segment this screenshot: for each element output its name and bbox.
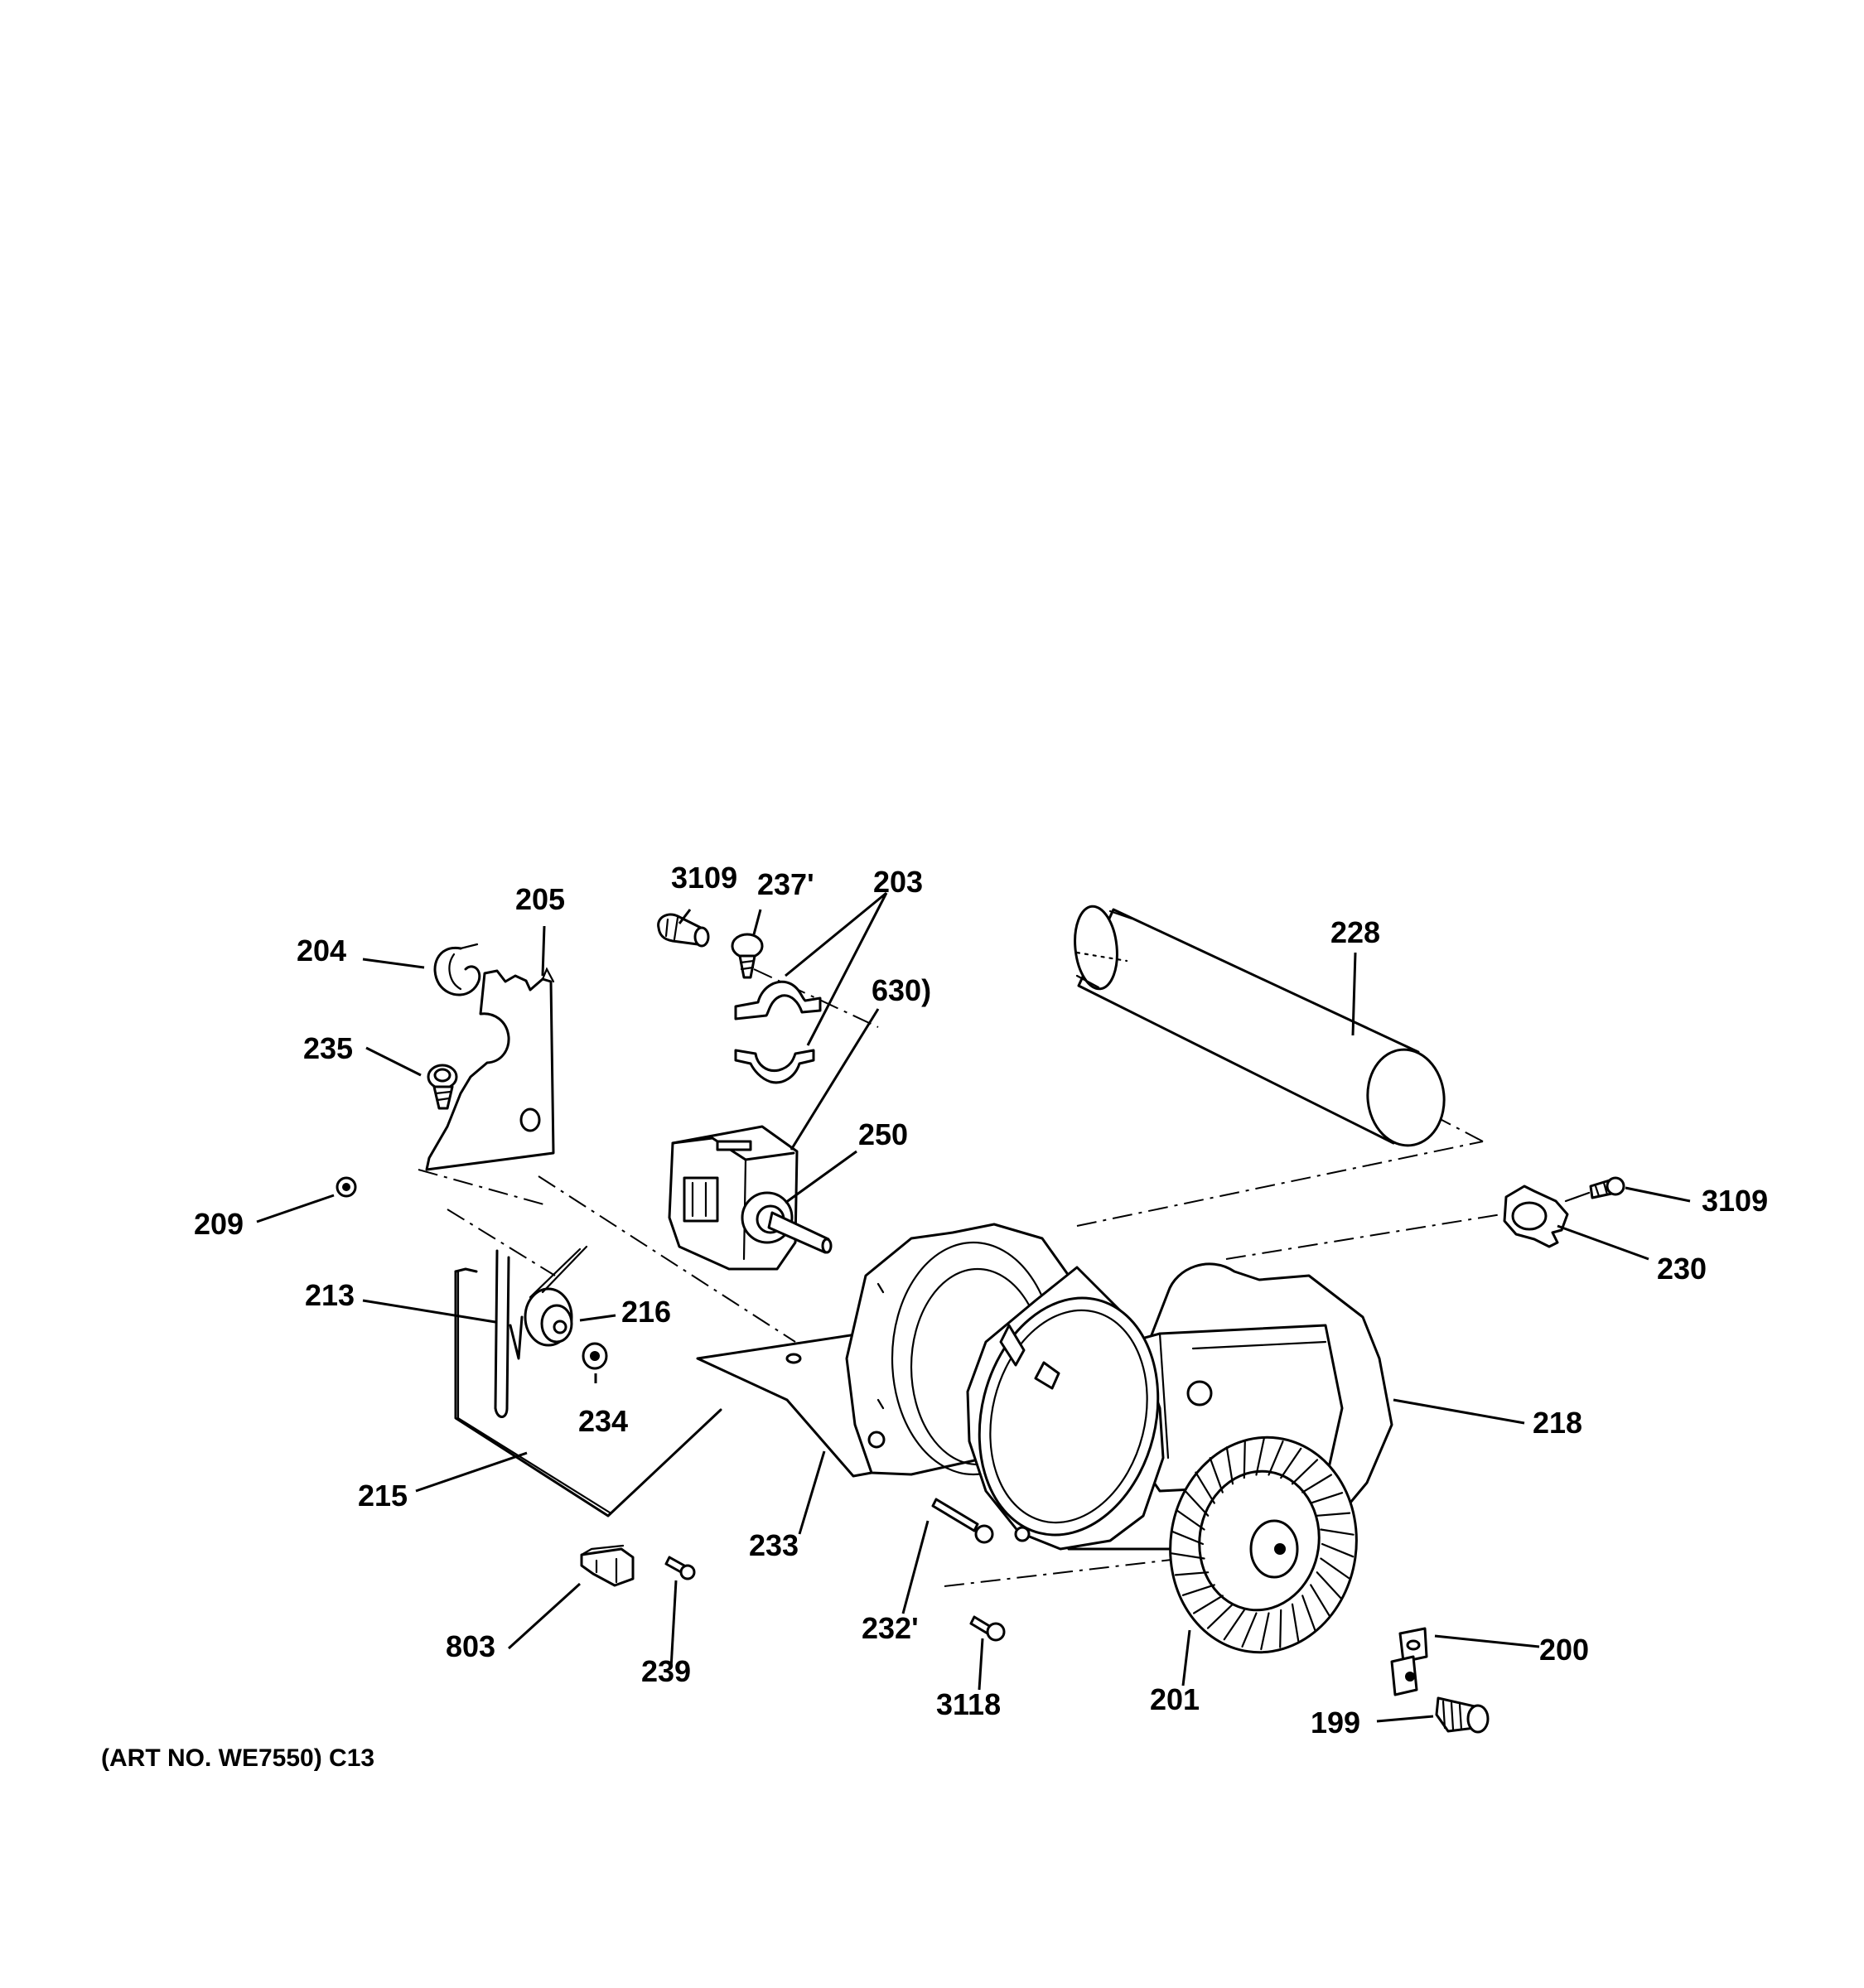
part-228-duct [1074, 905, 1446, 1147]
fan-blade [1225, 1446, 1234, 1485]
part-803-clip [580, 1544, 635, 1587]
part-237-screw [731, 933, 764, 979]
leader-lines [256, 891, 1691, 1723]
part-203-clamps [734, 980, 822, 1084]
part-3109-right-bolt [1589, 1176, 1625, 1199]
fan-blade [1291, 1603, 1300, 1642]
label-239: 239 [641, 1654, 691, 1688]
part-201-blower-wheel [1169, 1436, 1358, 1654]
part-233-base-plate [696, 1332, 873, 1478]
fan-blade [1268, 1440, 1284, 1476]
fan-blade [1316, 1512, 1351, 1517]
fan-blade [1193, 1595, 1224, 1614]
label-215: 215 [358, 1479, 408, 1513]
fan-blade [1310, 1584, 1330, 1617]
part-230-thermostat [1503, 1185, 1591, 1248]
label-3109-top: 3109 [671, 861, 737, 895]
label-200: 200 [1539, 1633, 1589, 1667]
fan-blade [1243, 1440, 1246, 1479]
label-209: 209 [194, 1207, 244, 1241]
label-3118: 3118 [936, 1687, 1001, 1721]
label-216: 216 [621, 1295, 671, 1329]
label-235: 235 [303, 1031, 353, 1065]
fan-blade [1206, 1603, 1234, 1629]
label-237: 237' [757, 867, 814, 901]
fan-blade [1223, 1609, 1245, 1641]
fan-blade [1310, 1492, 1344, 1504]
fan-blade [1171, 1530, 1205, 1546]
label-203: 203 [873, 865, 923, 899]
label-630: 630) [872, 973, 931, 1007]
fan-blade [1316, 1571, 1342, 1600]
part-3109-top-bolt [657, 913, 710, 948]
label-803: 803 [446, 1629, 495, 1663]
fan-blade [1171, 1552, 1205, 1560]
fan-blade [1195, 1471, 1215, 1504]
label-250: 250 [858, 1117, 908, 1151]
label-234: 234 [578, 1404, 628, 1438]
label-230: 230 [1657, 1252, 1707, 1286]
part-205-bracket [425, 967, 555, 1171]
label-232: 232' [862, 1611, 919, 1645]
fan-blade [1321, 1542, 1355, 1558]
part-209-nut [336, 1176, 357, 1198]
fan-blade [1320, 1557, 1350, 1580]
fan-blade [1255, 1437, 1265, 1476]
part-218-blower-housing [845, 1223, 1393, 1551]
label-205: 205 [515, 882, 565, 916]
art-number-caption: (ART NO. WE7550) C13 [101, 1744, 374, 1772]
fan-blade [1174, 1571, 1210, 1576]
label-199: 199 [1311, 1706, 1360, 1740]
part-labels: 3109 237' 203 205 204 235 630) 228 250 2… [101, 861, 1768, 1772]
part-234-nut [582, 1342, 608, 1370]
fan-blade [1279, 1609, 1282, 1648]
fan-blade [1209, 1457, 1224, 1493]
fan-blade [1260, 1612, 1270, 1651]
fan-blade [1291, 1459, 1319, 1485]
fan-blade [1183, 1489, 1210, 1517]
label-233: 233 [749, 1528, 799, 1562]
part-199-bolt [1435, 1696, 1490, 1734]
fan-blade [1280, 1447, 1302, 1479]
label-204: 204 [297, 934, 346, 967]
part-232-bolt [931, 1498, 994, 1544]
part-213-actuator [494, 1249, 524, 1418]
fan-blade [1301, 1595, 1316, 1631]
part-216-switch [524, 1245, 588, 1347]
fan-blade [1175, 1508, 1205, 1531]
part-239-screw [664, 1556, 696, 1580]
label-201: 201 [1150, 1682, 1200, 1716]
fan-blade [1241, 1612, 1258, 1648]
part-204-clip [433, 943, 481, 996]
part-250-motor [668, 1125, 833, 1271]
label-3109-right: 3109 [1702, 1184, 1768, 1218]
label-213: 213 [305, 1278, 355, 1312]
part-3118-screw [969, 1615, 1006, 1642]
fan-blade [1301, 1474, 1332, 1493]
fan-blade [1181, 1584, 1215, 1596]
fan-blade [1320, 1528, 1355, 1536]
label-228: 228 [1330, 915, 1380, 949]
label-218: 218 [1533, 1406, 1582, 1440]
part-200-bracket [1390, 1627, 1428, 1696]
part-235-screw [427, 1064, 458, 1110]
